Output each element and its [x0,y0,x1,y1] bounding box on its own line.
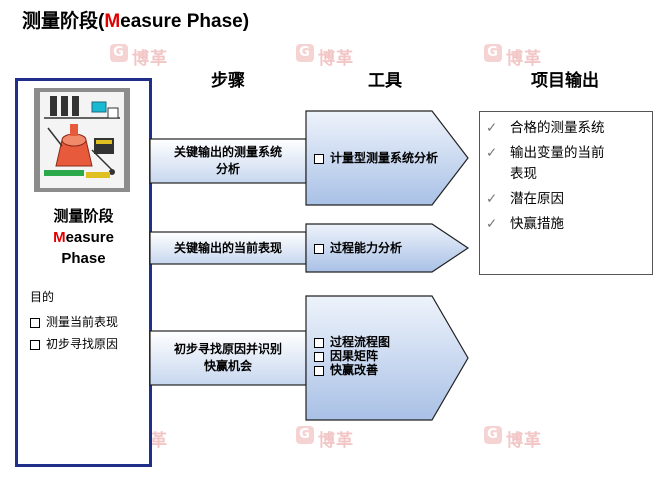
tool-chevron [305,223,470,273]
list-item: 过程能力分析 [314,241,402,255]
step-label: 关键输出的测量系统分析 [173,145,282,176]
checkbox-icon [30,339,40,350]
list-item: 因果矩阵 [314,349,390,363]
list-item: 过程流程图 [314,335,390,349]
process-equipment-illustration [34,88,130,192]
list-item: 测量当前表现 [30,311,118,333]
checkbox-icon [314,153,324,164]
phase-name: 测量阶段 Measure Phase [53,208,114,267]
column-header-outputs: 项目输出 [531,71,599,91]
check-mark-icon: ✓ [486,120,498,136]
page-title: 测量阶段(Measure Phase) [22,11,250,32]
purpose-label: 目的 [30,290,55,304]
list-item: 计量型测量系统分析 [314,151,438,165]
tool-list: 过程流程图 因果矩阵 快赢改善 [314,335,390,377]
column-header-tools: 工具 [368,71,402,91]
list-item: ✓输出变量的当前表现 [486,145,605,182]
step-label: 初步寻找原因并识别快赢机会 [173,342,282,373]
tool-chevron [305,295,469,421]
checkbox-icon [314,243,324,254]
tool-list: 计量型测量系统分析 [314,151,438,165]
tool-chevron [305,110,469,206]
check-mark-icon: ✓ [486,216,498,232]
list-item: 快赢改善 [314,363,390,377]
checkbox-icon [30,317,40,328]
checkbox-icon [314,337,324,348]
check-mark-icon: ✓ [486,145,498,161]
project-outputs-box [479,111,653,275]
step-bar [149,138,307,184]
step-label: 关键输出的当前表现 [173,240,282,255]
step-bar [149,330,307,386]
list-item: ✓快赢措施 [486,214,605,235]
list-item: 初步寻找原因 [30,333,118,355]
project-outputs-list: ✓合格的测量系统 ✓输出变量的当前表现 ✓潜在原因 ✓快赢措施 [486,118,605,235]
checkbox-icon [314,351,324,362]
purpose-list: 测量当前表现 初步寻找原因 [30,311,118,355]
check-mark-icon: ✓ [486,191,498,207]
tool-list: 过程能力分析 [314,241,402,255]
list-item: ✓合格的测量系统 [486,118,605,139]
checkbox-icon [314,365,324,376]
column-header-steps: 步骤 [211,71,245,91]
step-bar [149,231,307,265]
list-item: ✓潜在原因 [486,189,605,210]
